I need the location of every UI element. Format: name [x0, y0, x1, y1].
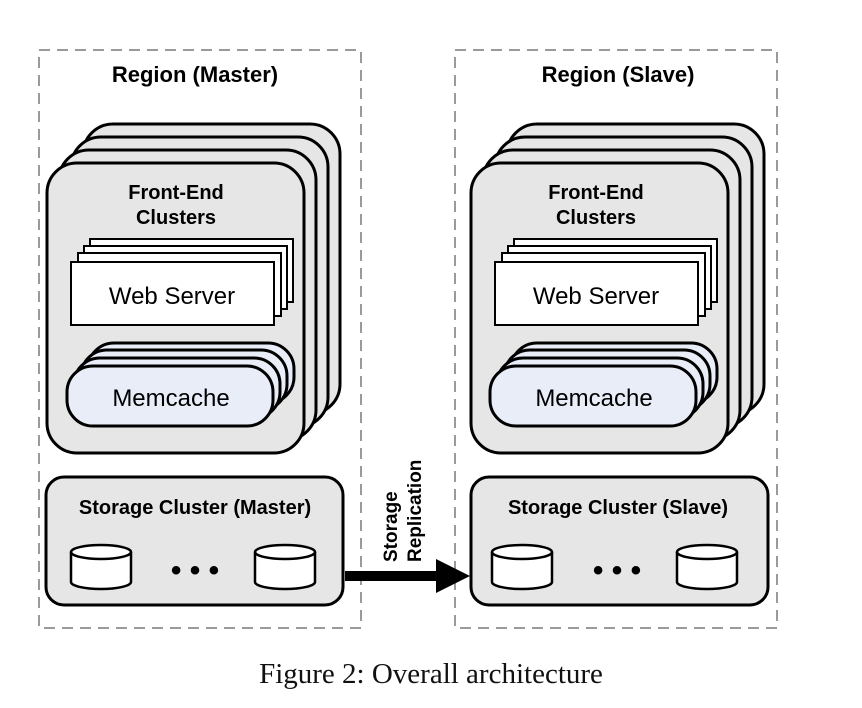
database-icon [69, 543, 133, 591]
web-server-master [70, 261, 275, 326]
memcache-slave [488, 364, 698, 428]
memcache-label-slave: Memcache [535, 385, 652, 412]
memcache-label-master: Memcache [112, 385, 229, 412]
replication-label-line2: Replication [405, 460, 426, 562]
storage-replication-arrow [345, 559, 470, 593]
web-server-label-slave: Web Server [533, 283, 659, 310]
web-server-stack-master [70, 238, 294, 326]
region-master-title: Region (Master) [112, 62, 278, 87]
region-slave-title: Region (Slave) [542, 62, 695, 87]
architecture-diagram: Region (Master) Front-End Clusters Web S… [38, 49, 778, 629]
front-end-label-line1: Front-End [128, 182, 224, 204]
region-slave: Region (Slave) Front-End Clusters Web Se… [454, 49, 778, 629]
front-end-label-line2: Clusters [556, 207, 636, 229]
front-end-label-line2: Clusters [136, 207, 216, 229]
figure-caption: Figure 2: Overall architecture [259, 658, 603, 690]
memcache-stack-master [65, 341, 296, 428]
web-server-label-master: Web Server [109, 283, 235, 310]
memcache-stack-slave [488, 341, 719, 428]
region-master: Region (Master) Front-End Clusters Web S… [38, 49, 362, 629]
database-icon [253, 543, 317, 591]
web-server-slave [494, 261, 699, 326]
ellipsis-dots: • • • [593, 554, 641, 587]
database-icon [490, 543, 554, 591]
web-server-stack-slave [494, 238, 718, 326]
front-end-label-line1: Front-End [548, 182, 644, 204]
replication-label-line1: Storage [381, 491, 402, 562]
database-icon [675, 543, 739, 591]
storage-cluster-title-slave: Storage Cluster (Slave) [508, 497, 728, 519]
memcache-master [65, 364, 275, 428]
storage-cluster-title-master: Storage Cluster (Master) [79, 497, 311, 519]
ellipsis-dots: • • • [171, 554, 219, 587]
